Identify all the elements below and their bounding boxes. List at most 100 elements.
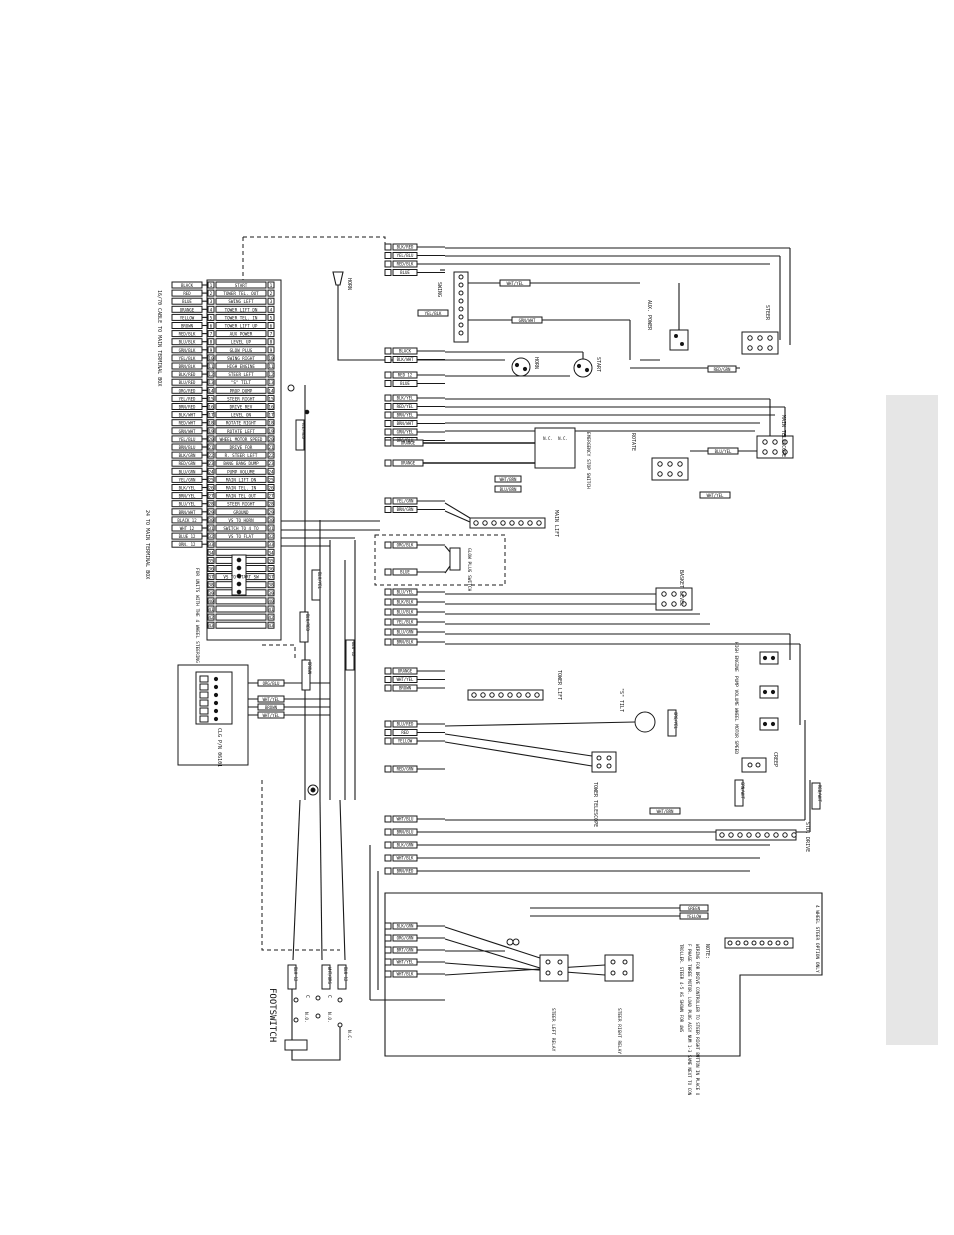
wire-color-tag bbox=[171, 475, 203, 483]
wire-color-tag bbox=[392, 854, 418, 862]
connector-pin-box bbox=[384, 737, 392, 745]
wire-tag bbox=[707, 365, 737, 373]
tilt-label: "S" TILT bbox=[618, 688, 624, 712]
horn-label: HORN bbox=[346, 278, 352, 290]
wire-color-tag bbox=[392, 676, 418, 683]
wire-color-tag bbox=[171, 516, 203, 524]
valve-pin bbox=[772, 449, 778, 455]
terminal-number-box bbox=[267, 435, 275, 443]
connector-pin-box bbox=[384, 568, 392, 576]
terminal-number-box bbox=[207, 435, 215, 443]
solenoid-pin bbox=[762, 721, 768, 727]
terminal-number: 36 bbox=[268, 567, 274, 573]
harness-wire-label: ORANGE bbox=[398, 669, 413, 674]
harness-wire-label: BRN/YEL bbox=[397, 413, 414, 418]
wire-color-tag bbox=[171, 378, 203, 386]
tower-telescope-valve bbox=[591, 751, 617, 773]
terminal-function-label: PUMP VOLUME bbox=[227, 469, 255, 474]
terminal-number: 26 bbox=[208, 486, 214, 492]
terminal-number-box bbox=[207, 411, 215, 419]
terminal-function-label: HIGH ENGINE bbox=[227, 364, 255, 369]
wire-tag bbox=[679, 912, 709, 920]
wire-color-tag bbox=[392, 347, 418, 355]
wire-color-label: BLK/RED bbox=[179, 372, 196, 377]
four-wheel-pin bbox=[727, 940, 733, 946]
connector-pin-box bbox=[384, 506, 392, 513]
terminal-function-box bbox=[215, 378, 267, 386]
swing-pin bbox=[458, 274, 464, 280]
wheel-motor-speed-solenoid bbox=[759, 717, 779, 731]
emergency-stop-switch bbox=[534, 427, 576, 469]
wire-color-tag bbox=[392, 371, 418, 379]
valve-pin bbox=[755, 762, 761, 768]
harness-wire-label: BLUE bbox=[400, 570, 410, 575]
harness-wire-label: RED bbox=[401, 730, 409, 735]
four-wheel-pin bbox=[735, 940, 741, 946]
terminal-function-box bbox=[215, 443, 267, 451]
terminal-number-box bbox=[207, 613, 215, 621]
wire-color-label: RED/BLK bbox=[179, 332, 196, 337]
footswitch-label: FOOTSWITCH bbox=[267, 988, 277, 1042]
terminal-number-box bbox=[267, 451, 275, 459]
terminal-function-label: STEER LEFT bbox=[228, 372, 254, 377]
swing-pin bbox=[458, 298, 464, 304]
controller-terminal bbox=[199, 691, 209, 699]
wire-color-tag bbox=[171, 459, 203, 467]
terminal-number-box bbox=[207, 451, 215, 459]
wire-color-label: BLU/BLK bbox=[179, 340, 196, 345]
terminal-function-label: LEVEL ON bbox=[231, 413, 252, 418]
wire-color-label: BRN/RED bbox=[179, 405, 196, 410]
drive-pin bbox=[719, 832, 725, 838]
terminal-number: 15 bbox=[268, 396, 274, 402]
controller-terminal bbox=[199, 683, 209, 691]
relay-wire bbox=[444, 962, 606, 976]
wire-tag bbox=[499, 279, 531, 287]
terminal-number-box bbox=[267, 540, 275, 548]
wire-color-tag bbox=[392, 628, 418, 636]
terminal-number-box bbox=[267, 281, 275, 289]
terminal-number: 29 bbox=[208, 510, 214, 516]
wire-color-tag bbox=[392, 737, 418, 745]
terminal-number-box bbox=[207, 532, 215, 540]
wire-color-label: BLUE bbox=[182, 299, 192, 304]
wire-tag-vertical bbox=[734, 779, 744, 807]
box-note: 24 TO MAIN TERMINAL BOX bbox=[144, 510, 150, 579]
swing-pin bbox=[458, 314, 464, 320]
wire-tag bbox=[699, 491, 731, 499]
wire-color-tag bbox=[392, 428, 418, 436]
wire-color-tag bbox=[392, 394, 418, 402]
terminal-function-label: MAIN TEL. IN bbox=[226, 486, 257, 491]
terminal-number-box bbox=[207, 346, 215, 354]
terminal-function-box bbox=[215, 386, 267, 394]
terminal-function-box bbox=[215, 322, 267, 329]
terminal-number: 4 bbox=[270, 307, 273, 313]
jumper-dot bbox=[236, 573, 242, 579]
valve-pin bbox=[747, 345, 753, 351]
terminal-function-label: R. STEER LEFT bbox=[225, 453, 258, 458]
terminal-number-box bbox=[207, 362, 215, 370]
terminal-number: 39 bbox=[208, 591, 214, 597]
aux-power-relay bbox=[669, 329, 689, 351]
basket-level-label: BASKET LEVEL bbox=[678, 570, 684, 606]
terminal-number: 32 bbox=[208, 534, 214, 540]
wire-color-tag bbox=[392, 380, 418, 387]
wire-color-label: RED bbox=[183, 291, 191, 296]
valve-pin bbox=[677, 461, 683, 467]
terminal-number: 22 bbox=[208, 453, 214, 459]
terminal-function-box bbox=[215, 435, 267, 443]
tower-lift-pin bbox=[471, 692, 477, 698]
terminal-function-label: ROTATE LEFT bbox=[227, 429, 255, 434]
harness-wire-label: BLK/RED bbox=[397, 245, 414, 250]
note-body: F PHASE THREE MOTOR. LOAD PLUG ASSY NUM … bbox=[687, 944, 692, 1096]
terminal-function-label: ROTATE RIGHT bbox=[226, 421, 257, 426]
controller-wire-tag bbox=[257, 711, 285, 719]
connector-pin-box bbox=[384, 439, 392, 447]
pump-volume-label: PUMP VOLUME bbox=[733, 676, 739, 706]
dashed-shield bbox=[243, 236, 386, 250]
terminal-function-label: SWITCH TO 4 TO bbox=[223, 526, 259, 531]
tower-lift-terminal bbox=[467, 689, 544, 701]
wire-color-tag bbox=[171, 403, 203, 410]
tower-lift-pin bbox=[507, 692, 513, 698]
main-lift-pin bbox=[473, 520, 479, 526]
terminal-number-box bbox=[267, 459, 275, 467]
